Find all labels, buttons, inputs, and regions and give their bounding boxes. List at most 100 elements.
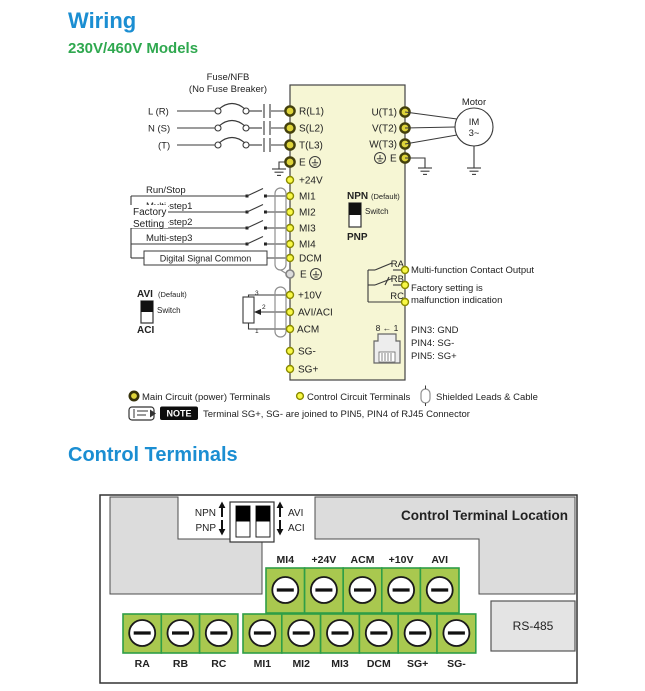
pnp-label: PNP xyxy=(347,232,368,243)
rj45-pin3-label: PIN3: GND xyxy=(411,325,459,336)
relay-note-2: Factory setting is xyxy=(411,283,483,294)
motor-3ph: 3~ xyxy=(469,128,480,139)
note-row: NOTE Terminal SG+, SG- are joined to PIN… xyxy=(128,406,470,421)
terminal-label-sg-plus: SG+ xyxy=(298,365,318,376)
input-wire-s xyxy=(177,119,290,135)
run-stop-label: Run/Stop xyxy=(146,185,186,196)
models-subtitle: 230V/460V Models xyxy=(68,40,199,57)
avi-label: AVI xyxy=(137,289,153,300)
pnp-down-arrow-icon xyxy=(218,520,226,536)
terminal-label-mi1: MI1 xyxy=(299,192,316,203)
input-wire-t xyxy=(177,136,290,152)
terminal-label-u: U(T1) xyxy=(371,108,397,119)
terminal-label-t: T(L3) xyxy=(299,141,323,152)
motor-label: Motor xyxy=(462,97,486,108)
terminal-label-w: W(T3) xyxy=(369,140,397,151)
power-input-terminals: R(L1) S(L2) T(L3) E xyxy=(284,105,324,169)
pot-pin1: 1 xyxy=(255,328,259,335)
relay-label-rc: RC xyxy=(390,291,404,302)
panel-gray-right xyxy=(314,496,576,595)
bottom-left-terminal-row xyxy=(122,613,239,654)
potentiometer xyxy=(242,296,255,324)
terminal-label-v: V(T2) xyxy=(372,124,397,135)
relay-label-ra: RA xyxy=(391,259,405,270)
multi-step2-label: Multi-step2 xyxy=(146,217,192,228)
control-terminals-title: Control Terminals xyxy=(68,444,238,466)
label-avi: AVI xyxy=(431,554,448,566)
terminal-label-r: R(L1) xyxy=(299,107,324,118)
avi-label: AVI xyxy=(288,508,303,519)
legend-control-label: Control Circuit Terminals xyxy=(307,392,411,403)
input-label-l: L (R) xyxy=(148,107,169,118)
input-wire-r xyxy=(177,102,290,118)
rs485-label: RS-485 xyxy=(513,619,554,633)
npn-switch-label: Switch xyxy=(365,207,389,216)
terminal-label-dcm: DCM xyxy=(299,254,322,265)
ground-icon-motor xyxy=(466,167,482,175)
input-label-t: (T) xyxy=(158,141,170,152)
factory-setting-label-2: Setting xyxy=(133,219,164,230)
digital-row-mi4: Multi-step3 MI4 xyxy=(131,233,316,251)
control-terminal-legend-icon xyxy=(295,391,305,401)
label-dcm: DCM xyxy=(367,658,391,670)
analog-inputs: 3 2 1 +10V AVI/ACI ACM SG- SG+ xyxy=(242,286,333,376)
digital-signal-common-label: Digital Signal Common xyxy=(160,254,252,264)
avi-default-label: (Default) xyxy=(158,290,187,299)
label-mi2: MI2 xyxy=(292,658,310,670)
bottom-right-terminal-row xyxy=(242,613,477,654)
terminal-label-10v: +10V xyxy=(298,291,322,302)
aci-label: ACI xyxy=(137,325,154,336)
rj45-pin4-label: PIN4: SG- xyxy=(411,338,454,349)
digital-signal-common: Digital Signal Common DCM xyxy=(131,250,322,266)
motor-output: U(T1) V(T2) W(T3) E Motor IM 3~ xyxy=(369,97,494,175)
pot-pin3: 3 xyxy=(255,290,259,297)
digital-inputs: +24V Run/Stop MI1 Multi-step1 MI2 xyxy=(129,176,323,281)
terminal-dot-r xyxy=(284,105,296,117)
legend-main-label: Main Circuit (power) Terminals xyxy=(142,392,270,403)
terminal-label-avi-aci: AVI/ACI xyxy=(298,308,333,319)
input-label-n: N (S) xyxy=(148,124,170,135)
npn-pnp-switch: NPN (Default) Switch PNP xyxy=(347,191,400,243)
terminal-label-sg-minus: SG- xyxy=(298,347,316,358)
label-mi3: MI3 xyxy=(331,658,349,670)
note-text: Terminal SG+, SG- are joined to PIN5, PI… xyxy=(203,409,470,420)
page-title: Wiring xyxy=(68,8,137,33)
fuse-subtitle: (No Fuse Breaker) xyxy=(189,84,267,95)
control-terminal-location-diagram: Control Terminal Location NPN PNP xyxy=(99,494,578,684)
terminal-label-s: S(L2) xyxy=(299,124,323,135)
avi-aci-dip-switch xyxy=(255,505,271,538)
top-row-labels: MI4 +24V ACM +10V AVI xyxy=(277,554,449,566)
note-badge-label: NOTE xyxy=(166,409,191,419)
bottom-row-labels: RA RB RC MI1 MI2 MI3 DCM SG+ SG- xyxy=(135,658,467,670)
rj45-connector: 8 ← 1 PIN3: GND PIN4: SG- PIN5: SG+ xyxy=(373,323,459,364)
npn-label: NPN xyxy=(347,191,368,202)
rs485-port: RS-485 xyxy=(490,600,576,652)
relay-label-rb: RB xyxy=(391,274,404,285)
label-rc: RC xyxy=(211,658,227,670)
terminal-label-mi3: MI3 xyxy=(299,224,316,235)
factory-setting-label-1: Factory xyxy=(133,207,166,218)
avi-switch-label: Switch xyxy=(157,306,181,315)
rj45-orientation-label: 8 ← 1 xyxy=(376,323,399,333)
wiring-diagram: Fuse/NFB (No Fuse Breaker) L (R) N (S) (… xyxy=(128,72,538,421)
note-badge xyxy=(160,406,198,420)
label-24v: +24V xyxy=(311,554,336,566)
npn-label: NPN xyxy=(195,508,216,519)
ground-icon-e xyxy=(417,167,433,175)
top-terminal-row xyxy=(265,567,460,614)
label-mi4: MI4 xyxy=(277,554,295,566)
digital-row-mi1: Run/Stop MI1 xyxy=(131,185,316,203)
legend: Main Circuit (power) Terminals Control C… xyxy=(128,385,538,406)
pnp-label: PNP xyxy=(195,523,216,534)
relay-note-1: Multi-function Contact Output xyxy=(411,265,534,276)
main-terminal-legend-icon xyxy=(128,390,140,402)
label-sg-plus: SG+ xyxy=(407,658,428,670)
shield-legend-icon xyxy=(420,385,431,406)
terminal-label-e-out: E xyxy=(390,154,397,165)
npn-default-label: (Default) xyxy=(371,192,400,201)
npn-up-arrow-icon xyxy=(218,501,226,517)
terminal-label-e-in: E xyxy=(299,158,306,169)
relay-note-3: malfunction indication xyxy=(411,295,502,306)
aci-label: ACI xyxy=(288,523,305,534)
fuse-title: Fuse/NFB xyxy=(207,72,250,83)
